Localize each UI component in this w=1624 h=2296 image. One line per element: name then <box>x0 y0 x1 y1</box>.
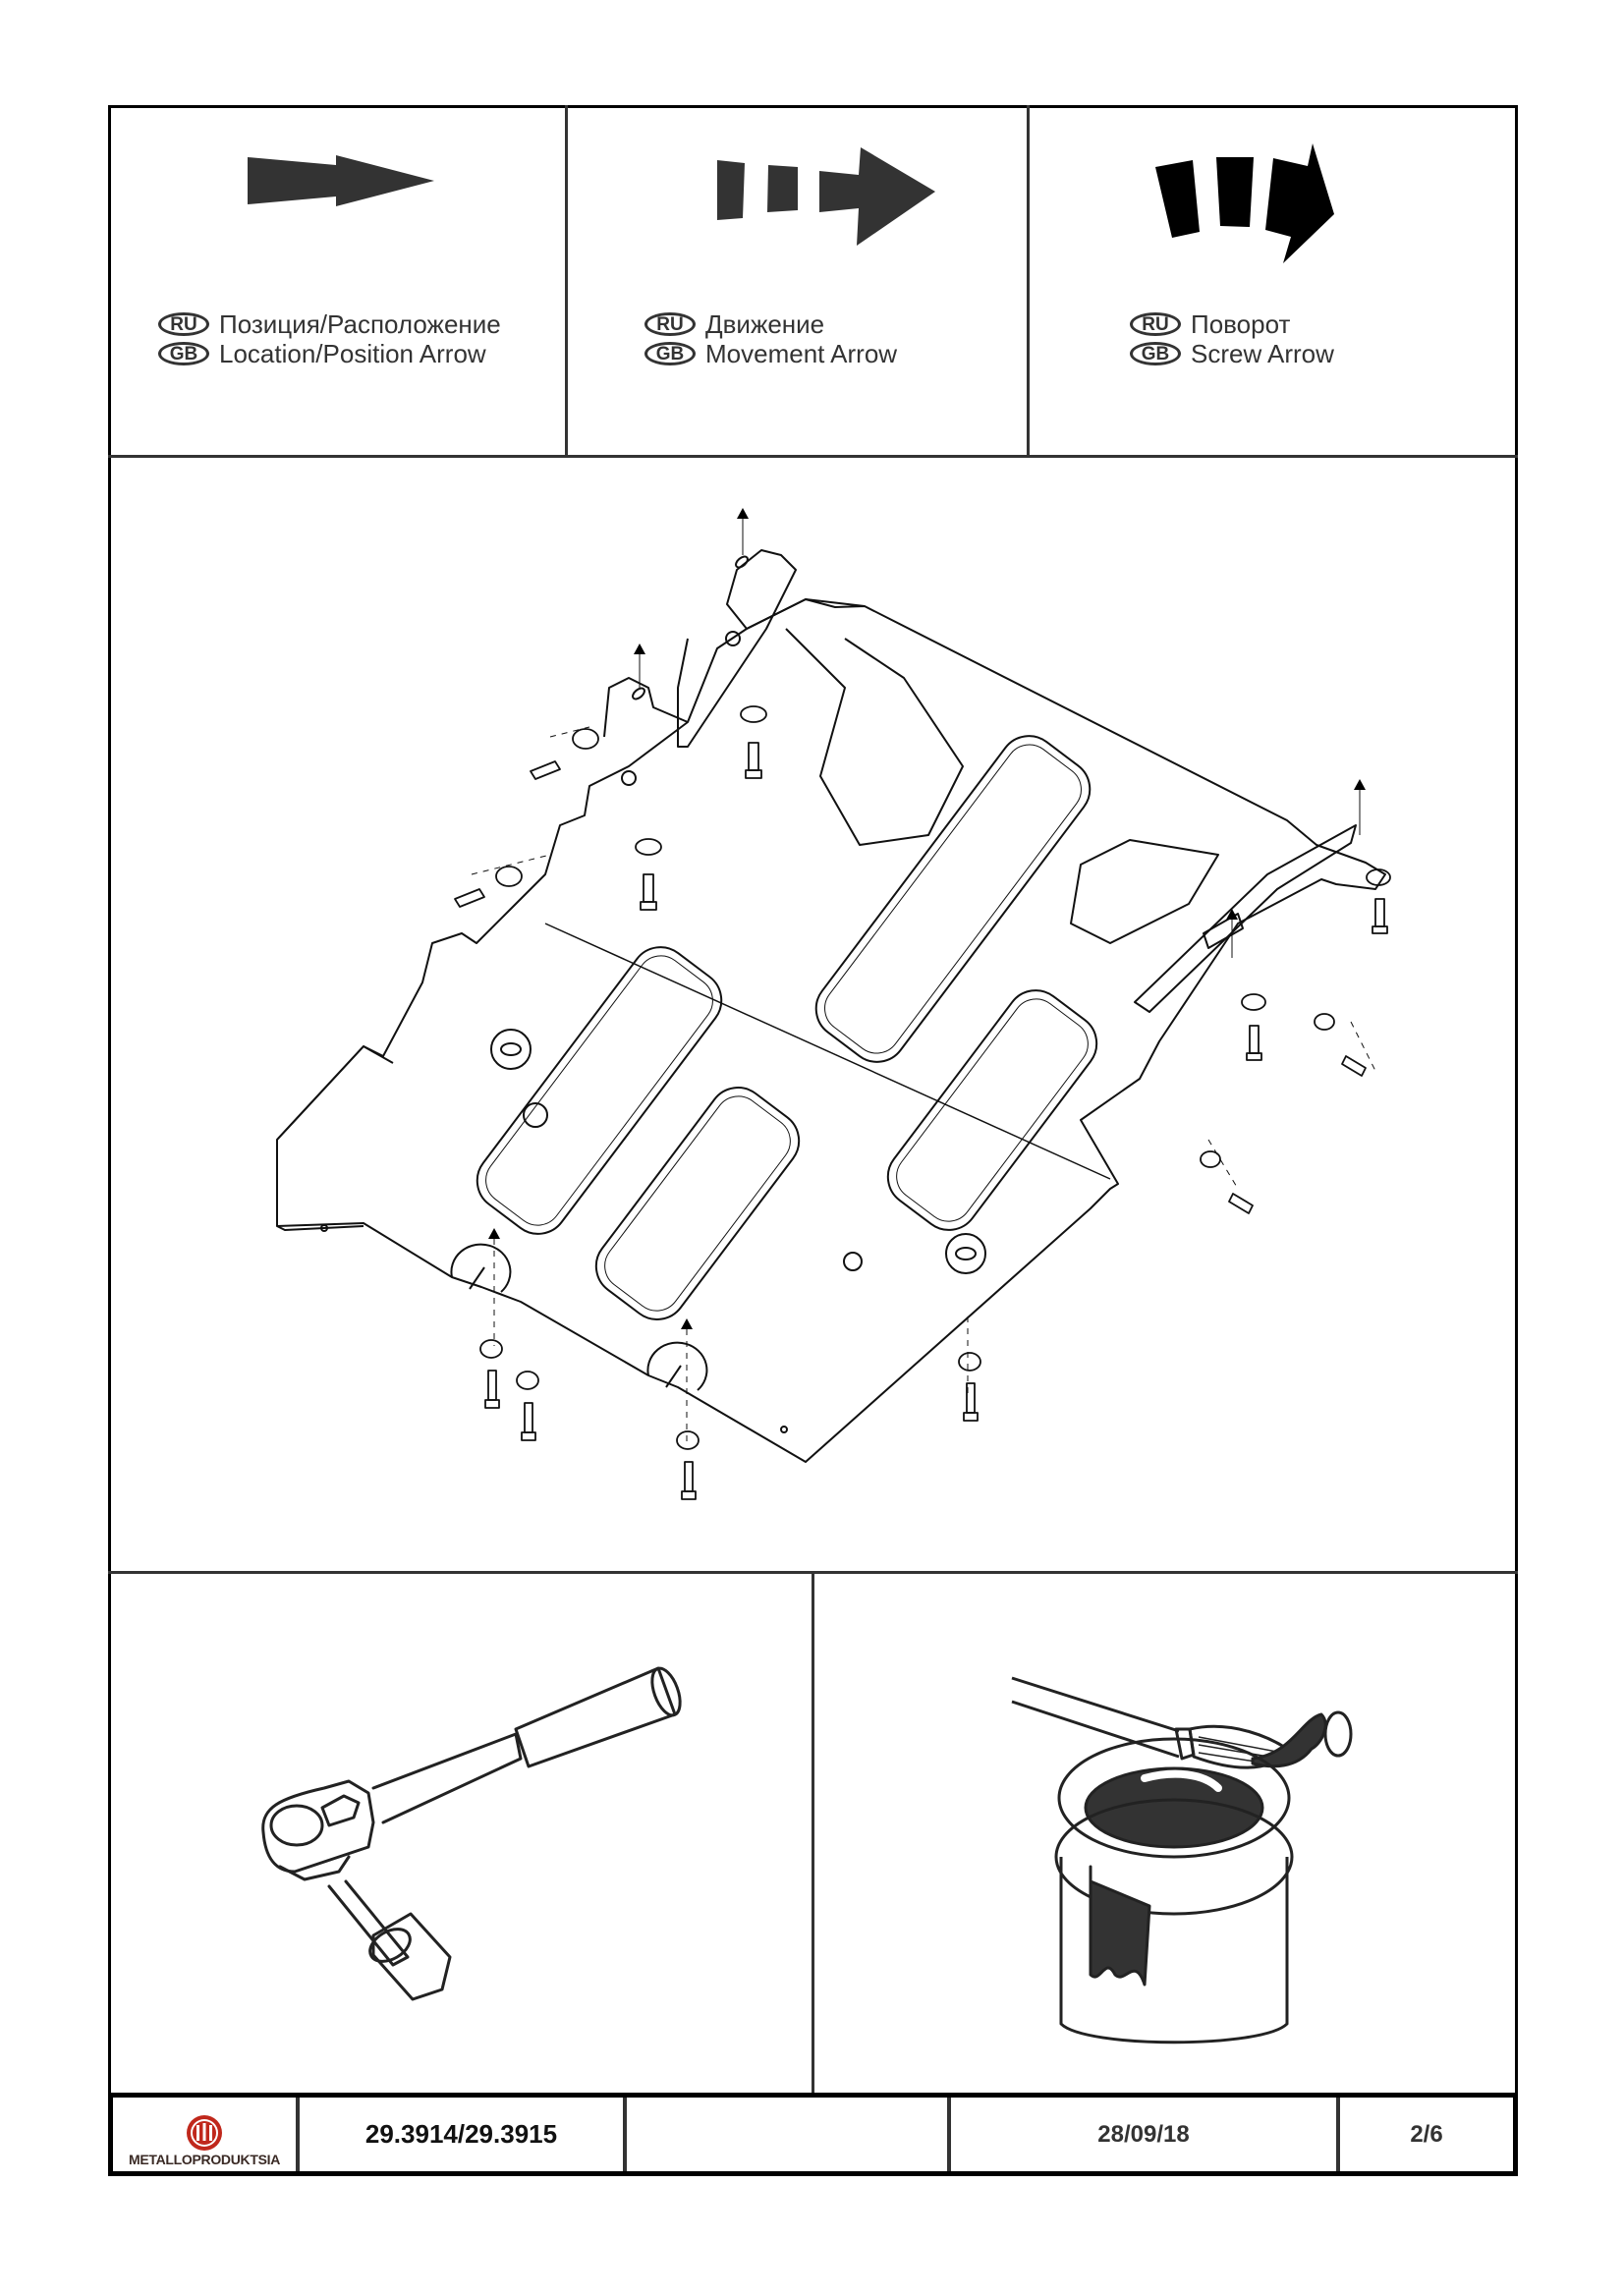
page-number: 2/6 <box>1410 2120 1443 2148</box>
ru-badge: RU <box>158 312 209 336</box>
legend-gb-label: Screw Arrow <box>1191 339 1334 368</box>
ru-badge: RU <box>1130 312 1181 336</box>
screw-arrow-icon <box>1155 143 1334 263</box>
legend-location: RU Позиция/Расположение GB Location/Positi… <box>111 108 565 455</box>
plate-slots <box>476 628 1219 1320</box>
position-marker <box>1354 779 1366 790</box>
legend-gb-label: Location/Position Arrow <box>219 339 486 368</box>
bolt <box>676 1430 700 1500</box>
bolt <box>740 705 767 779</box>
page-cell: 2/6 <box>1340 2098 1513 2171</box>
legend-ru-label: Позиция/Расположение <box>219 309 501 339</box>
position-markers <box>488 508 1366 1329</box>
legend-divider-2 <box>1027 105 1030 457</box>
bolt <box>635 838 662 911</box>
bolt <box>1241 993 1266 1061</box>
bolt <box>454 866 523 908</box>
bolt <box>516 1371 539 1441</box>
fasteners <box>454 705 1391 1500</box>
paint-can-illustration <box>1011 1676 1353 2044</box>
tools-divider <box>812 1571 814 2095</box>
position-marker <box>681 1318 693 1329</box>
position-marker <box>634 644 645 654</box>
left-mount-brackets <box>603 549 797 786</box>
legend-bottom-divider <box>108 455 1518 458</box>
part-number-cell: 29.3914/29.3915 <box>300 2098 627 2171</box>
legend-divider-1 <box>565 105 568 457</box>
gb-badge: GB <box>1130 342 1181 365</box>
bolt <box>1366 868 1391 934</box>
part-number: 29.3914/29.3915 <box>364 2119 558 2149</box>
legend-movement: RU Движение GB Movement Arrow <box>568 108 1027 455</box>
ru-badge: RU <box>644 312 696 336</box>
gb-badge: GB <box>644 342 696 365</box>
logo-text: METALLOPRODUKTSIA <box>128 2152 281 2167</box>
bolt <box>1200 1150 1254 1214</box>
legend-gb-label: Movement Arrow <box>705 339 898 368</box>
position-marker <box>737 508 749 519</box>
empty-cell <box>627 2098 951 2171</box>
metalloproduktsia-logo-icon <box>187 2115 222 2151</box>
legend-ru-label: Поворот <box>1191 309 1291 339</box>
bolt <box>530 728 599 780</box>
skid-plate <box>276 598 1386 1463</box>
plate-holes <box>320 1029 986 1433</box>
movement-arrow-icon <box>717 147 935 246</box>
ratchet-wrench-illustration <box>261 1666 682 2001</box>
position-marker <box>1226 909 1238 920</box>
date-cell: 28/09/18 <box>951 2098 1340 2171</box>
legend-ru-label: Движение <box>705 309 825 339</box>
leader-lines <box>471 519 1376 1444</box>
bolt <box>958 1352 981 1422</box>
position-marker <box>488 1228 500 1239</box>
location-arrow-icon <box>248 155 434 206</box>
bolt <box>479 1339 503 1409</box>
skid-plate-assembly-drawing <box>276 508 1391 1500</box>
right-mount-bracket <box>1134 824 1357 1013</box>
bolt <box>1314 1013 1367 1077</box>
gb-badge: GB <box>158 342 209 365</box>
legend-screw: RU Поворот GB Screw Arrow <box>1030 108 1515 455</box>
document-date: 28/09/18 <box>1097 2120 1190 2148</box>
title-block: METALLOPRODUKTSIA 29.3914/29.3915 28/09/… <box>108 2093 1518 2176</box>
logo-cell: METALLOPRODUKTSIA <box>113 2098 300 2171</box>
